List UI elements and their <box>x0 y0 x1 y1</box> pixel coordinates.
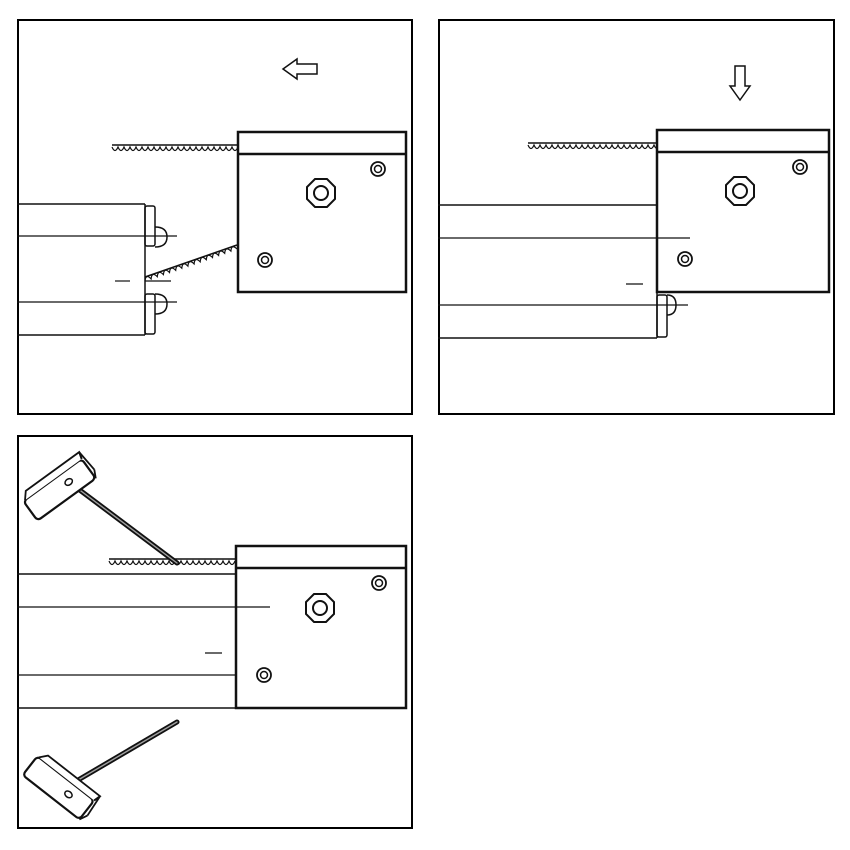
toothed-belt-top <box>527 142 661 150</box>
toothed-belt-diagonal <box>144 244 238 282</box>
screw-top-right <box>792 159 808 175</box>
down-arrow-icon <box>728 65 752 102</box>
step-2-panel <box>438 19 835 415</box>
panel-border <box>17 435 413 829</box>
screw-top-right <box>370 161 386 177</box>
carriage-block <box>655 128 831 294</box>
step-3-illustration <box>17 435 413 829</box>
step-1-panel <box>17 19 413 415</box>
center-bore <box>306 178 336 208</box>
carriage-block <box>236 130 408 294</box>
screw-top-right <box>371 575 387 591</box>
hex-key-icon <box>23 450 180 566</box>
end-cap-lower <box>144 293 168 335</box>
center-bore <box>305 593 335 623</box>
step-2-illustration <box>438 19 835 415</box>
left-arrow-icon <box>281 57 318 81</box>
rail-profile <box>17 203 177 336</box>
screw-bottom-left <box>257 252 273 268</box>
step-3-panel <box>17 435 413 829</box>
rail-profile <box>17 573 270 709</box>
end-cap-upper <box>144 205 168 248</box>
step-1-illustration <box>17 19 413 415</box>
rail-profile <box>438 204 690 339</box>
screw-bottom-left <box>256 667 272 683</box>
screw-bottom-left <box>677 251 693 267</box>
panel-border <box>17 19 413 415</box>
center-bore <box>725 176 755 206</box>
end-cap-lower <box>656 294 677 338</box>
toothed-belt-top <box>111 144 239 152</box>
carriage-block <box>234 544 408 710</box>
panel-border <box>438 19 835 415</box>
hex-key-icon <box>23 719 180 821</box>
